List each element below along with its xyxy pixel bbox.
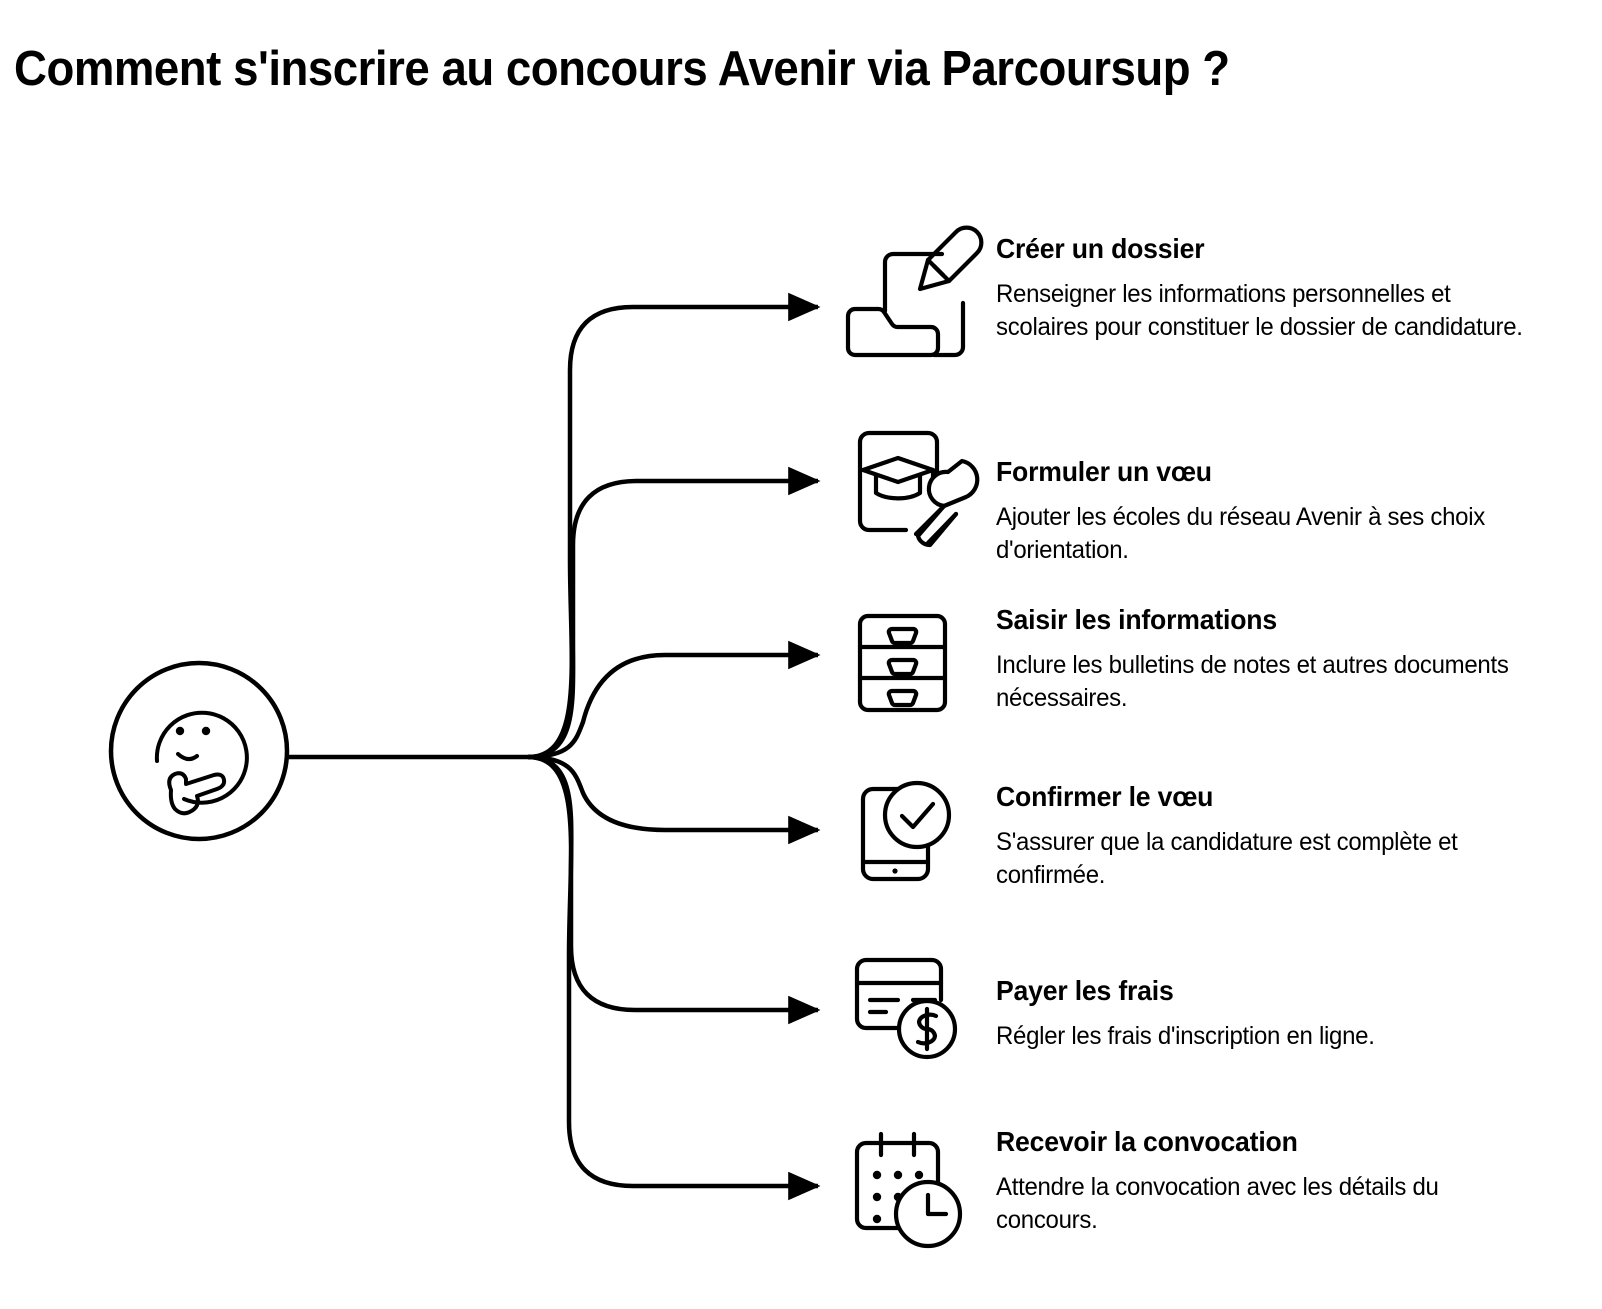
step-description: Ajouter les écoles du réseau Avenir à se… [996,503,1485,564]
connector-branch-1 [527,292,821,760]
connector-lines [288,292,821,1201]
step-block-6: Recevoir la convocation Attendre la conv… [996,1125,1556,1237]
calendar-clock-icon [854,1131,963,1249]
step-description: Renseigner les informations personnelles… [996,280,1523,341]
step-description: Inclure les bulletins de notes et autres… [996,651,1509,712]
step-block-3: Saisir les informations Inclure les bull… [996,603,1556,715]
step-title: Formuler un vœu [996,456,1212,487]
connector-branch-2 [527,466,821,760]
thinking-face-icon [154,710,249,816]
step-description: Attendre la convocation avec les détails… [996,1173,1439,1234]
connector-branch-6 [527,754,821,1201]
folder-document-pencil-icon [845,225,984,358]
center-node-circle [108,660,290,842]
step-title: Confirmer le vœu [996,781,1214,812]
phone-check-icon [860,780,952,882]
step-block-1: Créer un dossier Renseigner les informat… [996,232,1556,344]
step-block-2: Formuler un vœu Ajouter les écoles du ré… [996,455,1556,567]
step-title: Saisir les informations [996,604,1277,635]
connector-branch-4 [527,754,821,845]
graduation-card-brush-icon [857,430,980,548]
step-description: Régler les frais d'inscription en ligne. [996,1022,1375,1050]
step-block-5: Payer les frais Régler les frais d'inscr… [996,974,1556,1053]
page-title: Comment s'inscrire au concours Avenir vi… [14,41,1230,96]
step-description: S'assurer que la candidature est complèt… [996,828,1458,889]
filing-cabinet-icon [857,613,948,713]
step-title: Créer un dossier [996,233,1205,264]
connector-branch-3 [527,640,821,760]
step-title: Recevoir la convocation [996,1126,1298,1157]
step-title: Payer les frais [996,975,1174,1006]
center-node [108,660,290,842]
credit-card-dollar-icon [854,957,958,1060]
step-block-4: Confirmer le vœu S'assurer que la candid… [996,780,1556,892]
